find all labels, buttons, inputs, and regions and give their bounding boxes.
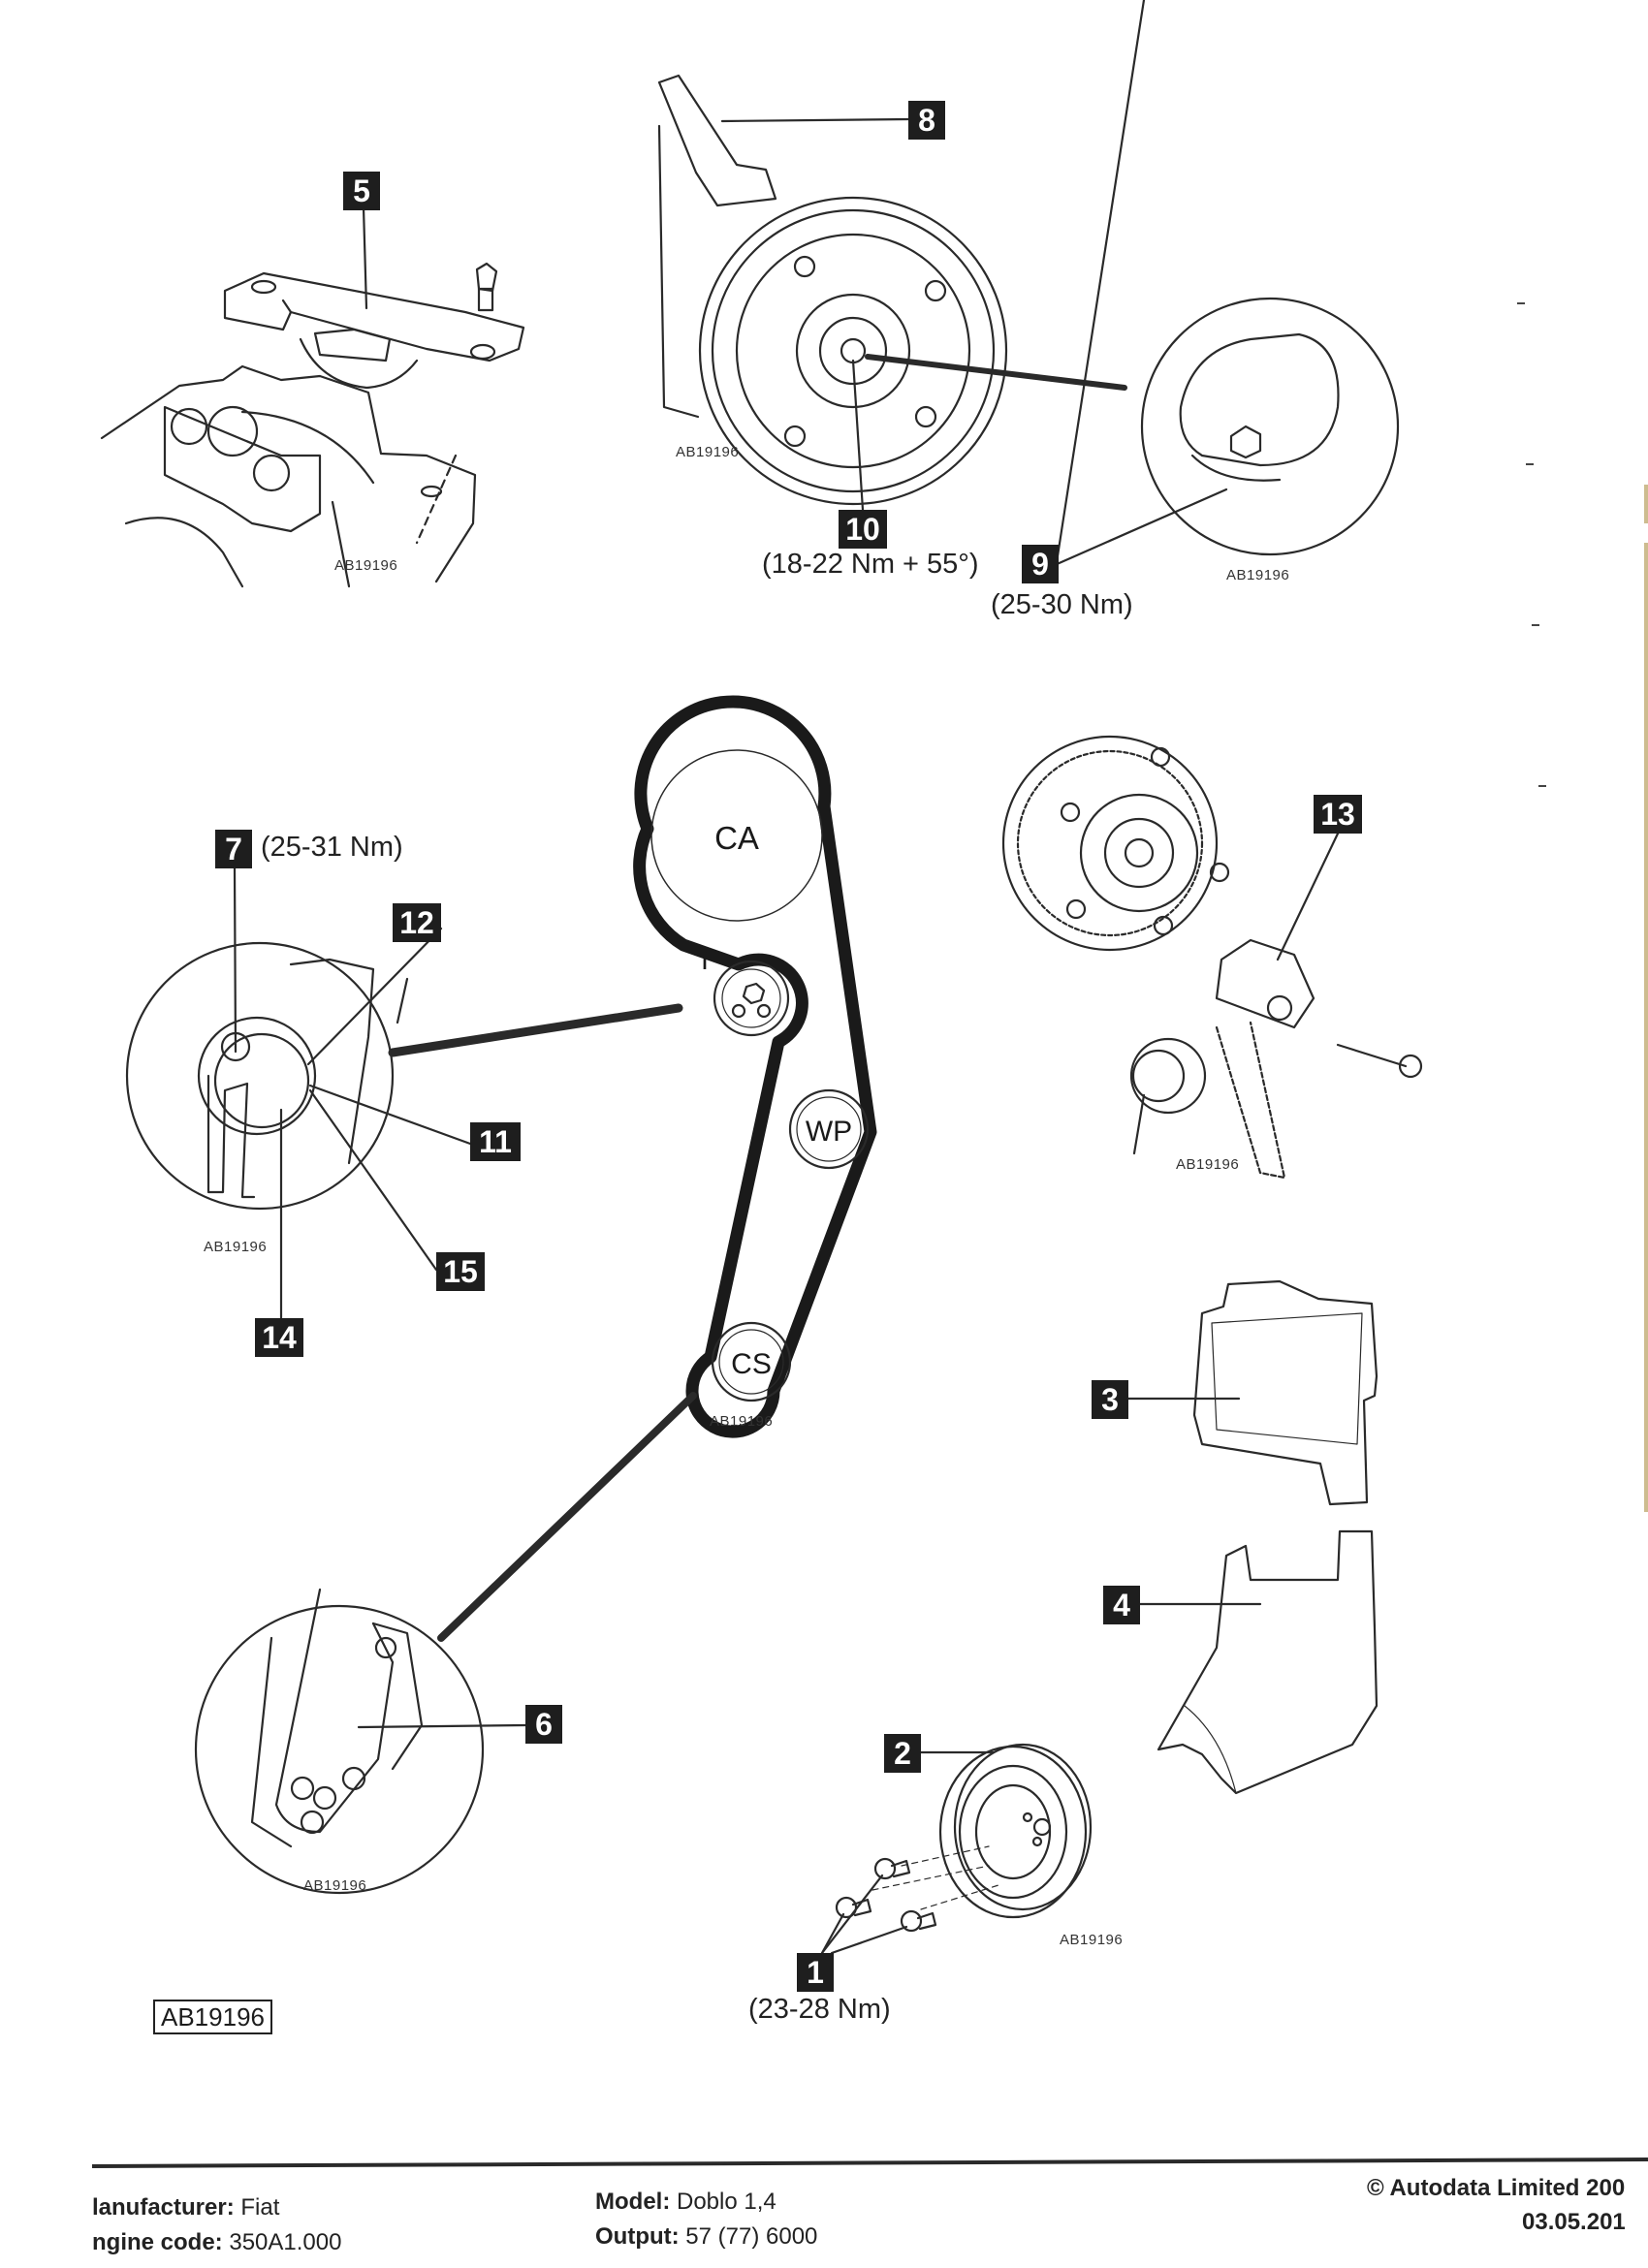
model-value: Doblo 1,4: [677, 2189, 776, 2215]
output-label: Output:: [595, 2223, 680, 2250]
torque-10: (18-22 Nm + 55°): [762, 549, 979, 580]
scan-edge: [1644, 543, 1648, 1512]
scan-mark: [1538, 785, 1546, 787]
footer-copyright: © Autodata Limited 200: [1367, 2175, 1626, 2201]
callout-5: 5: [343, 172, 380, 210]
pulley-label-cs: CS: [731, 1348, 772, 1380]
crank-locking-tool-illustration: [100, 205, 525, 588]
pulley-label-t: T: [696, 945, 713, 976]
callout-1: 1: [797, 1953, 834, 1992]
figure-ref: AB19196: [676, 444, 740, 460]
footer-date: 03.05.201: [1522, 2209, 1626, 2235]
scan-mark: [1532, 624, 1539, 626]
engine-code-label: ngine code:: [92, 2229, 223, 2255]
callout-11: 11: [470, 1122, 521, 1161]
crank-pulley-illustration: [820, 1743, 1093, 1955]
callout-7: 7: [215, 830, 252, 868]
callout-14: 14: [255, 1318, 303, 1357]
figure-ref: AB19196: [1226, 567, 1290, 583]
footer-output: Output: 57 (77) 6000: [595, 2223, 817, 2251]
callout-10: 10: [839, 510, 887, 549]
belt-routing-diagram: [437, 695, 877, 1642]
tensioner-detail-illustration: [125, 866, 683, 1320]
figure-ref: AB19196: [204, 1239, 268, 1255]
scan-edge: [1644, 485, 1648, 523]
camshaft-sprocket-illustration: [657, 0, 1400, 567]
figure-ref: AB19196: [303, 1877, 367, 1894]
engine-code-value: 350A1.000: [229, 2229, 342, 2255]
callout-2: 2: [884, 1734, 921, 1773]
scan-mark: [1526, 463, 1534, 465]
footer-engine-code: ngine code: 350A1.000: [92, 2229, 341, 2256]
output-value: 57 (77) 6000: [685, 2223, 818, 2250]
callout-3: 3: [1092, 1380, 1128, 1419]
torque-7: (25-31 Nm): [261, 832, 403, 863]
callout-13: 13: [1314, 795, 1362, 834]
scan-mark: [1517, 302, 1525, 304]
manufacturer-value: Fiat: [240, 2194, 280, 2221]
callout-6: 6: [525, 1705, 562, 1744]
torque-1: (23-28 Nm): [748, 1994, 891, 2025]
upper-cover-illustration: [1125, 1279, 1379, 1506]
figure-ref: AB19196: [1176, 1156, 1240, 1173]
callout-9: 9: [1022, 545, 1059, 583]
callout-4: 4: [1103, 1586, 1140, 1624]
diagram-reference-box: AB19196: [153, 2000, 272, 2034]
figure-ref: AB19196: [710, 1413, 774, 1430]
cam-locking-tool-illustration: [1001, 735, 1423, 1180]
callout-8: 8: [908, 101, 945, 140]
figure-ref: AB19196: [334, 557, 398, 574]
callout-12: 12: [393, 903, 441, 942]
pulley-label-wp: WP: [806, 1116, 852, 1148]
torque-9: (25-30 Nm): [991, 589, 1133, 620]
lower-cover-illustration: [1137, 1529, 1379, 1795]
manufacturer-label: lanufacturer:: [92, 2194, 235, 2221]
footer-model: Model: Doblo 1,4: [595, 2189, 776, 2216]
model-label: Model:: [595, 2189, 671, 2215]
figure-ref: AB19196: [1060, 1932, 1124, 1948]
footer-manufacturer: lanufacturer: Fiat: [92, 2194, 279, 2221]
pulley-label-ca: CA: [714, 820, 759, 856]
belt-clamp-detail-illustration: [194, 1588, 527, 1895]
callout-15: 15: [436, 1252, 485, 1291]
